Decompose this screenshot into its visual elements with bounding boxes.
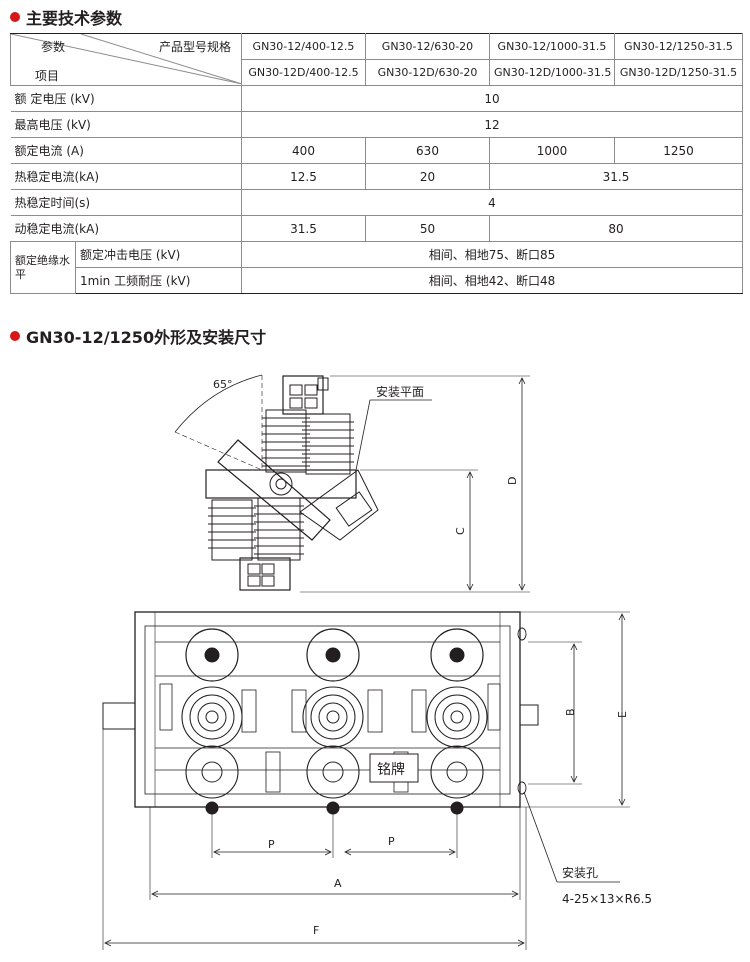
row-value: 12 — [241, 111, 743, 138]
row-value: 31.5 — [241, 215, 366, 242]
table-row: 最高电压 (kV) 12 — [10, 111, 743, 138]
angle-arc — [174, 374, 263, 433]
dim-F-label: F — [313, 924, 319, 937]
params-title-text: 主要技术参数 — [26, 9, 123, 28]
header-param: 参数 — [41, 40, 66, 54]
model-cell: GN30-12/630-20 — [365, 33, 490, 60]
row-value: 相间、相地75、断口85 — [241, 241, 743, 268]
dim-C-label: C — [454, 527, 467, 535]
dim-D-label: D — [506, 477, 519, 485]
pole-3 — [426, 628, 488, 815]
plan-view: 铭牌 B E P P A F — [102, 611, 652, 950]
model-cell: GN30-12D/1250-31.5 — [614, 59, 743, 86]
table-row: 额 定电压 (kV) 10 — [10, 85, 743, 112]
row-value: 1000 — [489, 137, 615, 164]
header-model: 产品型号规格 — [159, 40, 232, 54]
bullet-icon — [10, 12, 20, 22]
row-label: 热稳定时间(s) — [10, 189, 242, 216]
mount-plane-label: 安装平面 — [376, 384, 424, 399]
row-value: 1250 — [614, 137, 743, 164]
table-row: 动稳定电流(kA) 31.5 50 80 — [10, 215, 743, 242]
table-row: 额定电流 (A) 400 630 1000 1250 — [10, 137, 743, 164]
pole-1 — [181, 628, 243, 815]
dim-B-label: B — [564, 708, 577, 716]
params-section-title: 主要技术参数 — [10, 5, 122, 29]
header-diagonals — [11, 34, 241, 84]
row-value: 630 — [365, 137, 490, 164]
model-cell: GN30-12D/1000-31.5 — [489, 59, 615, 86]
technical-drawing: 65° 安装平面 — [102, 374, 652, 950]
mount-hole-label: 安装孔 — [562, 865, 598, 880]
model-cell: GN30-12/1250-31.5 — [614, 33, 743, 60]
model-cell: GN30-12/400-12.5 — [241, 33, 366, 60]
dim-P2-label: P — [388, 835, 395, 848]
side-view: 65° 安装平面 — [174, 374, 530, 593]
table-row: 热稳定时间(s) 4 — [10, 189, 743, 216]
dim-A-label: A — [334, 877, 342, 890]
row-value: 4 — [241, 189, 743, 216]
model-cell: GN30-12D/400-12.5 — [241, 59, 366, 86]
insulation-group-label: 额定绝缘水平 — [10, 241, 76, 294]
drawing-title-text: GN30-12/1250外形及安装尺寸 — [26, 328, 267, 347]
row-value: 50 — [365, 215, 490, 242]
row-value: 10 — [241, 85, 743, 112]
row-value: 80 — [489, 215, 743, 242]
row-value: 31.5 — [489, 163, 743, 190]
row-label: 额定电流 (A) — [10, 137, 242, 164]
row-label: 1min 工频耐压 (kV) — [75, 267, 242, 294]
row-label: 额定冲击电压 (kV) — [75, 241, 242, 268]
bullet-icon — [10, 331, 20, 341]
drawing-section-title: GN30-12/1250外形及安装尺寸 — [10, 324, 266, 348]
row-label: 最高电压 (kV) — [10, 111, 242, 138]
row-value: 400 — [241, 137, 366, 164]
table-row: 热稳定电流(kA) 12.5 20 31.5 — [10, 163, 743, 190]
row-label: 热稳定电流(kA) — [10, 163, 242, 190]
table-row: 额定绝缘水平 额定冲击电压 (kV) 相间、相地75、断口85 — [10, 241, 743, 294]
insulator-stacks — [208, 409, 354, 561]
row-value: 20 — [365, 163, 490, 190]
row-label: 额 定电压 (kV) — [10, 85, 242, 112]
model-cell: GN30-12D/630-20 — [365, 59, 490, 86]
table-header-corner: 参数 产品型号规格 项目 — [10, 33, 242, 86]
row-value: 相间、相地42、断口48 — [241, 267, 743, 294]
nameplate-label: 铭牌 — [377, 761, 405, 778]
hole-spec-label: 4-25×13×R6.5 — [562, 892, 652, 906]
row-label: 动稳定电流(kA) — [10, 215, 242, 242]
spec-table: 参数 产品型号规格 项目 GN30-12/400-12.5 GN30-12/63… — [10, 33, 743, 294]
header-item: 项目 — [35, 69, 60, 83]
model-cell: GN30-12/1000-31.5 — [489, 33, 615, 60]
table-row: 1min 工频耐压 (kV) 相间、相地42、断口48 — [11, 267, 743, 294]
dim-E-label: E — [616, 711, 629, 718]
row-value: 12.5 — [241, 163, 366, 190]
pole-2 — [302, 628, 364, 815]
dim-P1-label: P — [268, 838, 275, 851]
angle-label: 65° — [213, 378, 233, 391]
